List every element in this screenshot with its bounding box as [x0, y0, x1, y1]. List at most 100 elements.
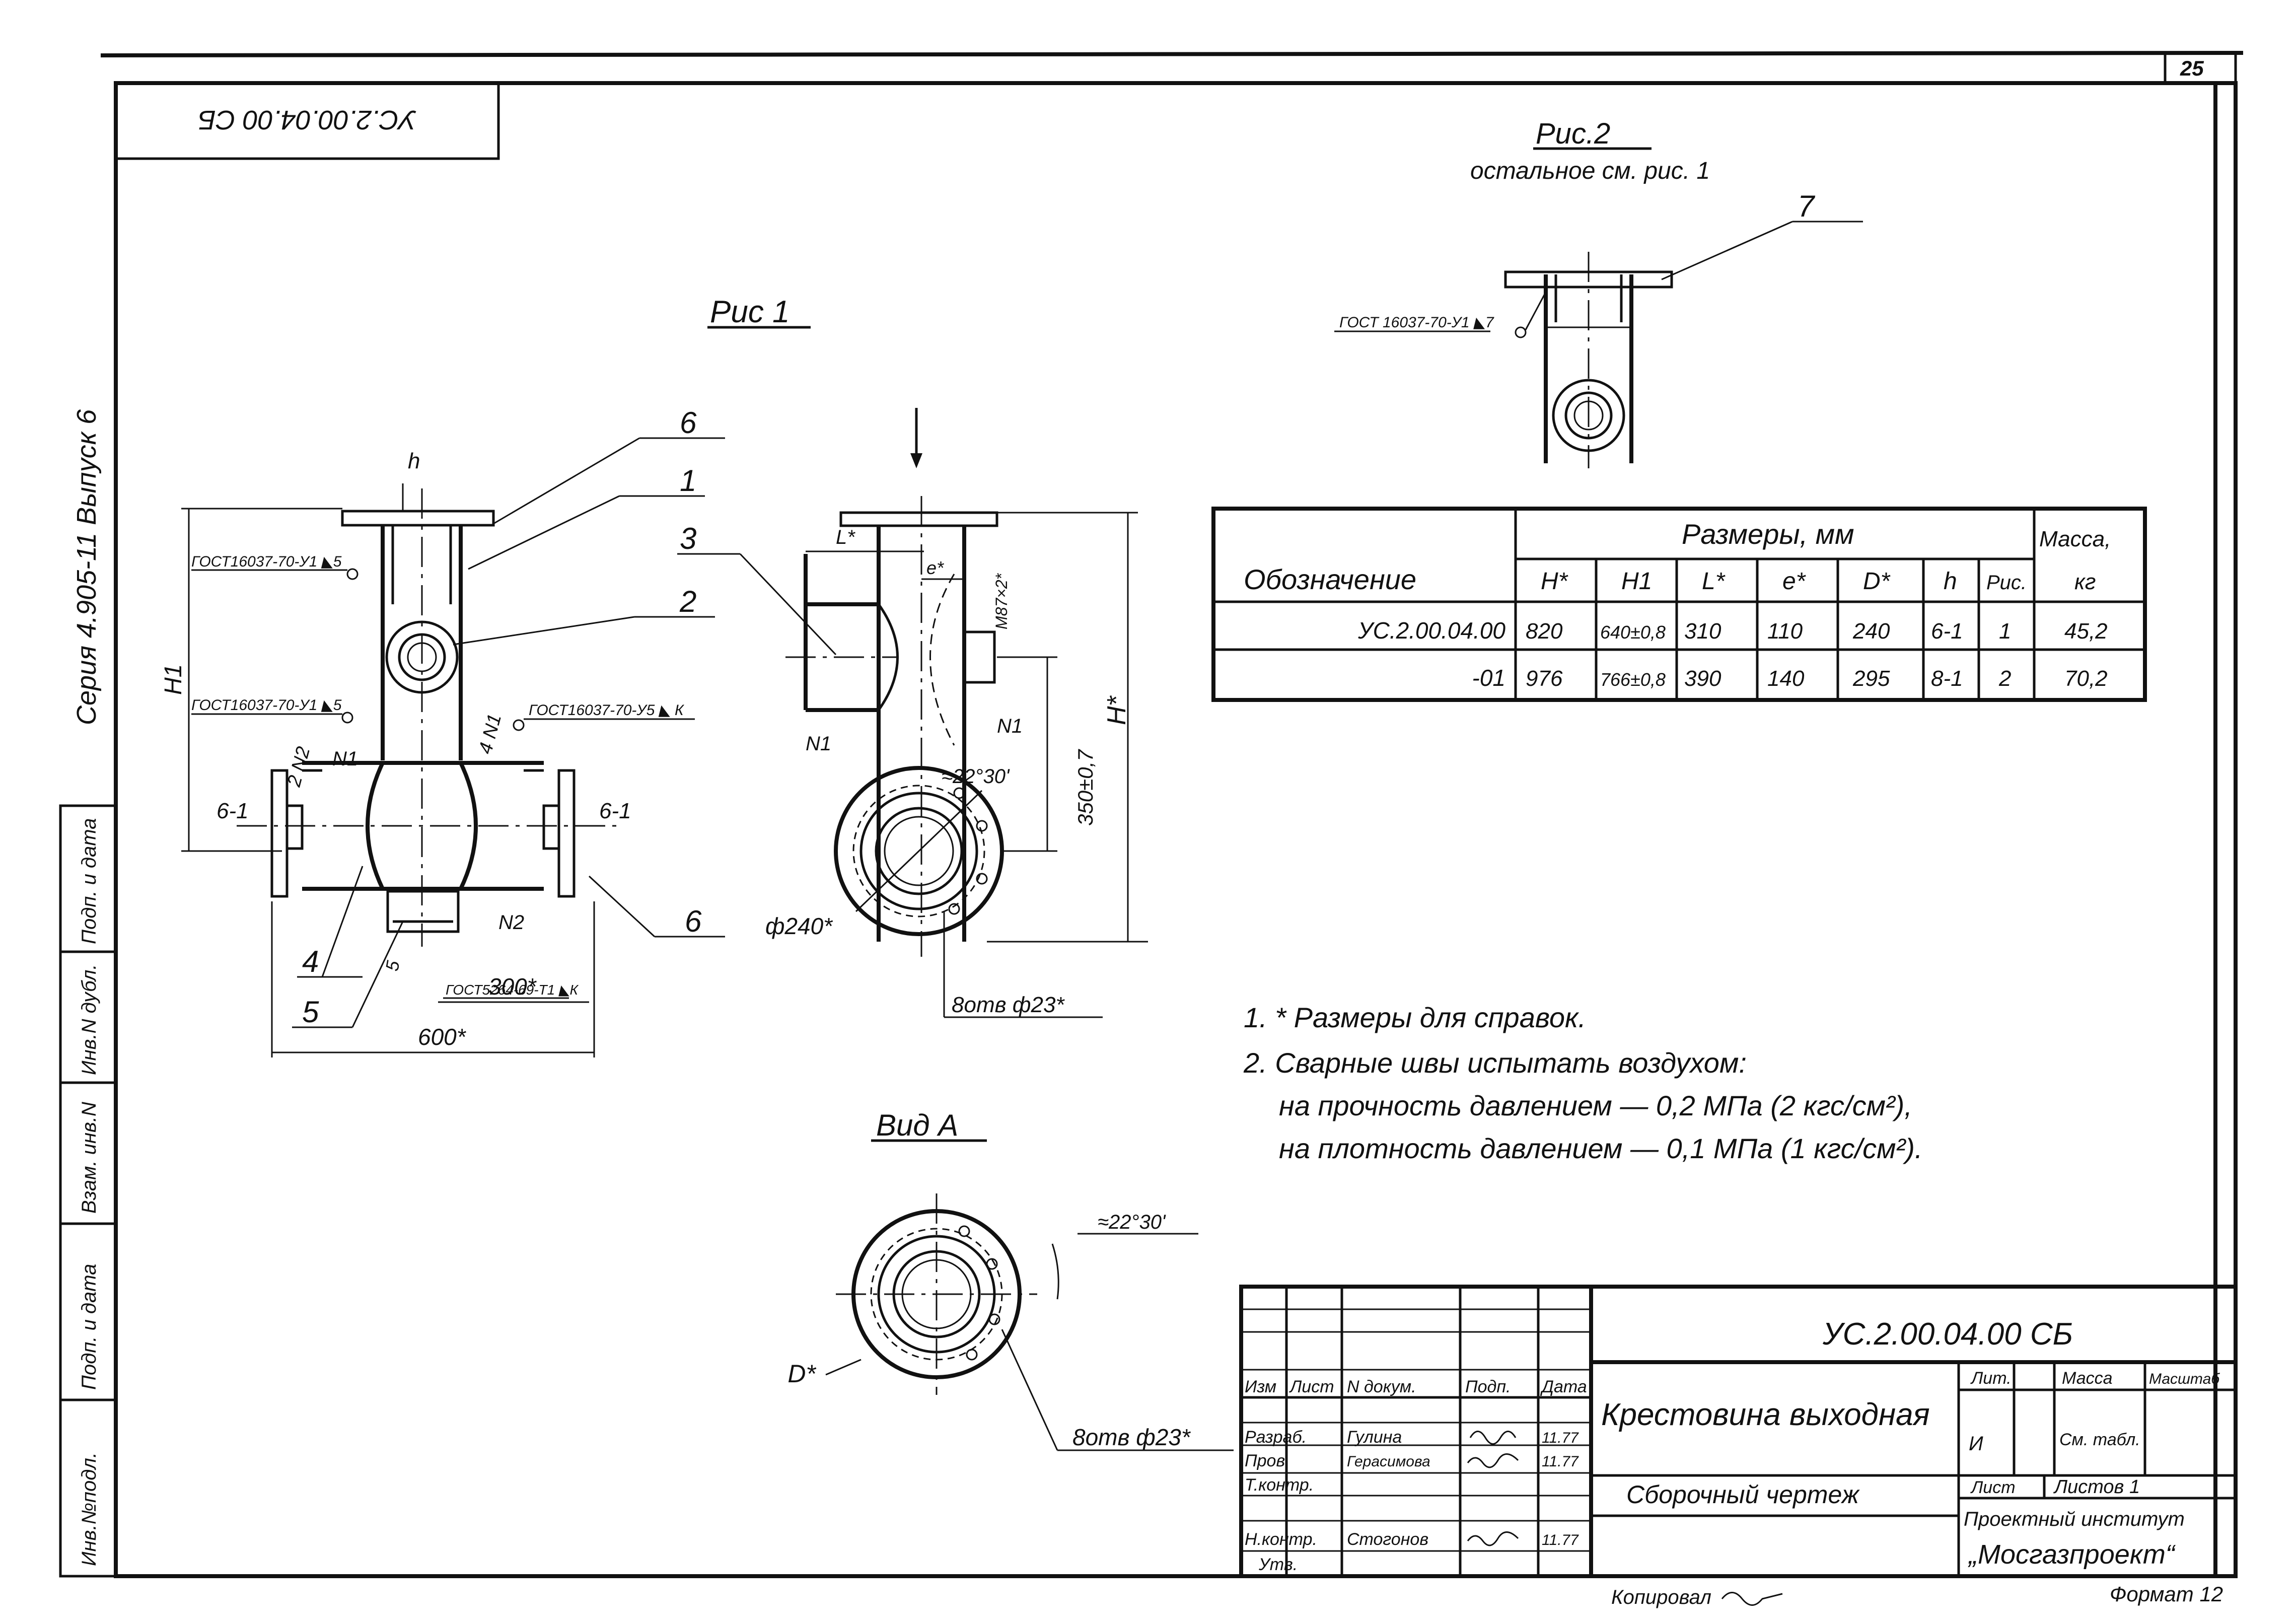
svg-text:Изм: Изм	[1245, 1377, 1276, 1396]
svg-text:N2: N2	[498, 911, 524, 934]
table-head-mass: Масса,	[2039, 527, 2111, 551]
svg-text:ГОСТ16037-70-У1 ◣5: ГОСТ16037-70-У1 ◣5	[191, 697, 342, 714]
svg-text:Т.контр.: Т.контр.	[1245, 1475, 1314, 1495]
footer-copied: Копировал	[1611, 1586, 1711, 1608]
note-2: 2. Сварные швы испытать воздухом:	[1243, 1047, 1747, 1079]
svg-text:240: 240	[1852, 619, 1890, 644]
svg-text:Масштаб: Масштаб	[2149, 1371, 2220, 1387]
svg-text:Лит.: Лит.	[1970, 1369, 2012, 1388]
note-2a: на прочность давлением — 0,2 МПа (2 кгс/…	[1279, 1090, 1912, 1121]
svg-text:8-1: 8-1	[1931, 666, 1963, 691]
svg-text:Гулина: Гулина	[1347, 1428, 1402, 1447]
signature-1	[1469, 1431, 1517, 1445]
svg-text:ГОСТ16037-70-У1 ◣5: ГОСТ16037-70-У1 ◣5	[191, 553, 342, 570]
svg-text:4: 4	[302, 945, 319, 978]
copied-signature	[1721, 1592, 1783, 1606]
table-row-1-designation: УС.2.00.04.00	[1357, 617, 1505, 644]
svg-text:Листов 1: Листов 1	[2053, 1476, 2140, 1498]
footer-format: Формат 12	[2110, 1582, 2223, 1606]
svg-text:Проектный институт: Проектный институт	[1964, 1508, 2185, 1530]
view-a: Вид А ≈22°30' D* 8отв ф23*	[787, 1108, 1234, 1451]
svg-text:Стогонов: Стогонов	[1347, 1530, 1428, 1549]
fig1-side-view: L* e* M87×2* H* 350±0,7 ≈22°30' N1 N1 ф2…	[677, 408, 1148, 1018]
svg-text:e*: e*	[926, 557, 944, 578]
svg-text:ф240*: ф240*	[765, 913, 833, 939]
svg-text:кг: кг	[2074, 570, 2096, 594]
svg-text:7: 7	[1798, 189, 1816, 223]
svg-text:„Мосгазпроект“: „Мосгазпроект“	[1968, 1539, 2176, 1570]
fig2-title: Рис.2	[1536, 117, 1610, 150]
svg-text:1: 1	[680, 464, 696, 498]
svg-text:D*: D*	[1863, 568, 1891, 595]
svg-text:6-1: 6-1	[217, 799, 249, 823]
svg-text:2: 2	[679, 585, 696, 618]
svg-text:≈22°30': ≈22°30'	[942, 765, 1010, 788]
svg-text:Дата: Дата	[1540, 1377, 1587, 1396]
svg-text:H*: H*	[1102, 695, 1131, 725]
svg-text:H1: H1	[160, 664, 187, 695]
view-a-title: Вид А	[876, 1108, 958, 1142]
svg-text:Н.контр.: Н.контр.	[1245, 1530, 1317, 1549]
side-cell-2: Подп. и дата	[78, 1264, 100, 1390]
svg-text:45,2: 45,2	[2064, 619, 2108, 644]
svg-text:310: 310	[1684, 619, 1721, 644]
title-block-code: УС.2.00.04.00 СБ	[1822, 1317, 2073, 1352]
frame-border	[114, 81, 2238, 1578]
svg-text:295: 295	[1852, 666, 1890, 691]
title-block-name: Крестовина выходная	[1601, 1397, 1930, 1432]
fig1-title: Рис 1	[710, 295, 790, 329]
svg-text:70,2: 70,2	[2064, 666, 2108, 691]
notes: 1. * Размеры для справок. 2. Сварные швы…	[1243, 1002, 1922, 1164]
svg-text:2: 2	[1998, 666, 2011, 691]
svg-text:N докум.: N докум.	[1347, 1377, 1416, 1396]
svg-text:L*: L*	[836, 526, 855, 548]
svg-text:640±0,8: 640±0,8	[1600, 622, 1666, 643]
svg-text:350±0,7: 350±0,7	[1073, 749, 1097, 826]
svg-text:6-1: 6-1	[1931, 619, 1963, 644]
svg-text:11.77: 11.77	[1542, 1532, 1579, 1548]
signature-3	[1467, 1531, 1519, 1546]
title-block-doc-type: Сборочный чертеж	[1626, 1480, 1860, 1509]
table-head-designation: Обозначение	[1244, 563, 1416, 595]
side-series: Серия 4.905-11 Выпуск 6	[71, 409, 102, 725]
svg-text:390: 390	[1684, 666, 1721, 691]
sheet-number-box	[2164, 51, 2237, 85]
svg-text:3: 3	[680, 522, 696, 555]
svg-text:Герасимова: Герасимова	[1347, 1453, 1430, 1470]
svg-text:Рис.: Рис.	[1986, 572, 2027, 594]
dimensions-table: Обозначение Размеры, мм Масса, кг H* H1 …	[1211, 507, 2147, 702]
svg-text:110: 110	[1767, 619, 1803, 644]
svg-text:600*: 600*	[418, 1024, 467, 1050]
svg-text:5: 5	[302, 995, 319, 1029]
svg-text:См. табл.: См. табл.	[2059, 1430, 2140, 1449]
note-1: 1. * Размеры для справок.	[1244, 1002, 1586, 1033]
fig2-subtitle: остальное см. рис. 1	[1470, 158, 1710, 184]
fig1-front-view: Рис 1 H1 h	[160, 295, 811, 1057]
svg-text:6: 6	[685, 904, 702, 938]
side-cell-3: Взам. инв.N	[78, 1102, 100, 1214]
svg-text:6-1: 6-1	[599, 799, 631, 823]
title-block: Изм Лист N докум. Подп. Дата Разраб. Гул…	[1239, 1285, 2238, 1578]
svg-text:L*: L*	[1702, 568, 1726, 595]
svg-text:e*: e*	[1782, 568, 1806, 595]
svg-text:976: 976	[1526, 666, 1563, 691]
signature-2	[1467, 1453, 1519, 1468]
svg-text:N1: N1	[332, 748, 358, 770]
table-head-sizes: Размеры, мм	[1682, 518, 1854, 550]
side-cells-box	[59, 804, 117, 1578]
side-cell-4: Инв.N дубл.	[78, 964, 100, 1075]
svg-text:766±0,8: 766±0,8	[1600, 669, 1666, 690]
svg-text:h: h	[1944, 568, 1957, 595]
svg-text:8отв ф23*: 8отв ф23*	[1072, 1424, 1191, 1450]
svg-text:Подп.: Подп.	[1465, 1377, 1511, 1396]
svg-text:Разраб.: Разраб.	[1245, 1428, 1307, 1447]
svg-text:820: 820	[1526, 619, 1563, 644]
sheet-number: 25	[2180, 56, 2204, 80]
svg-text:4 N1: 4 N1	[475, 712, 506, 756]
svg-text:ГОСТ16037-70-У5 ◣ К: ГОСТ16037-70-У5 ◣ К	[529, 702, 685, 719]
side-cell-1: Инв.№подл.	[78, 1452, 100, 1566]
svg-text:h: h	[408, 449, 420, 473]
svg-text:N1: N1	[806, 733, 831, 755]
stamp-box	[114, 82, 500, 160]
